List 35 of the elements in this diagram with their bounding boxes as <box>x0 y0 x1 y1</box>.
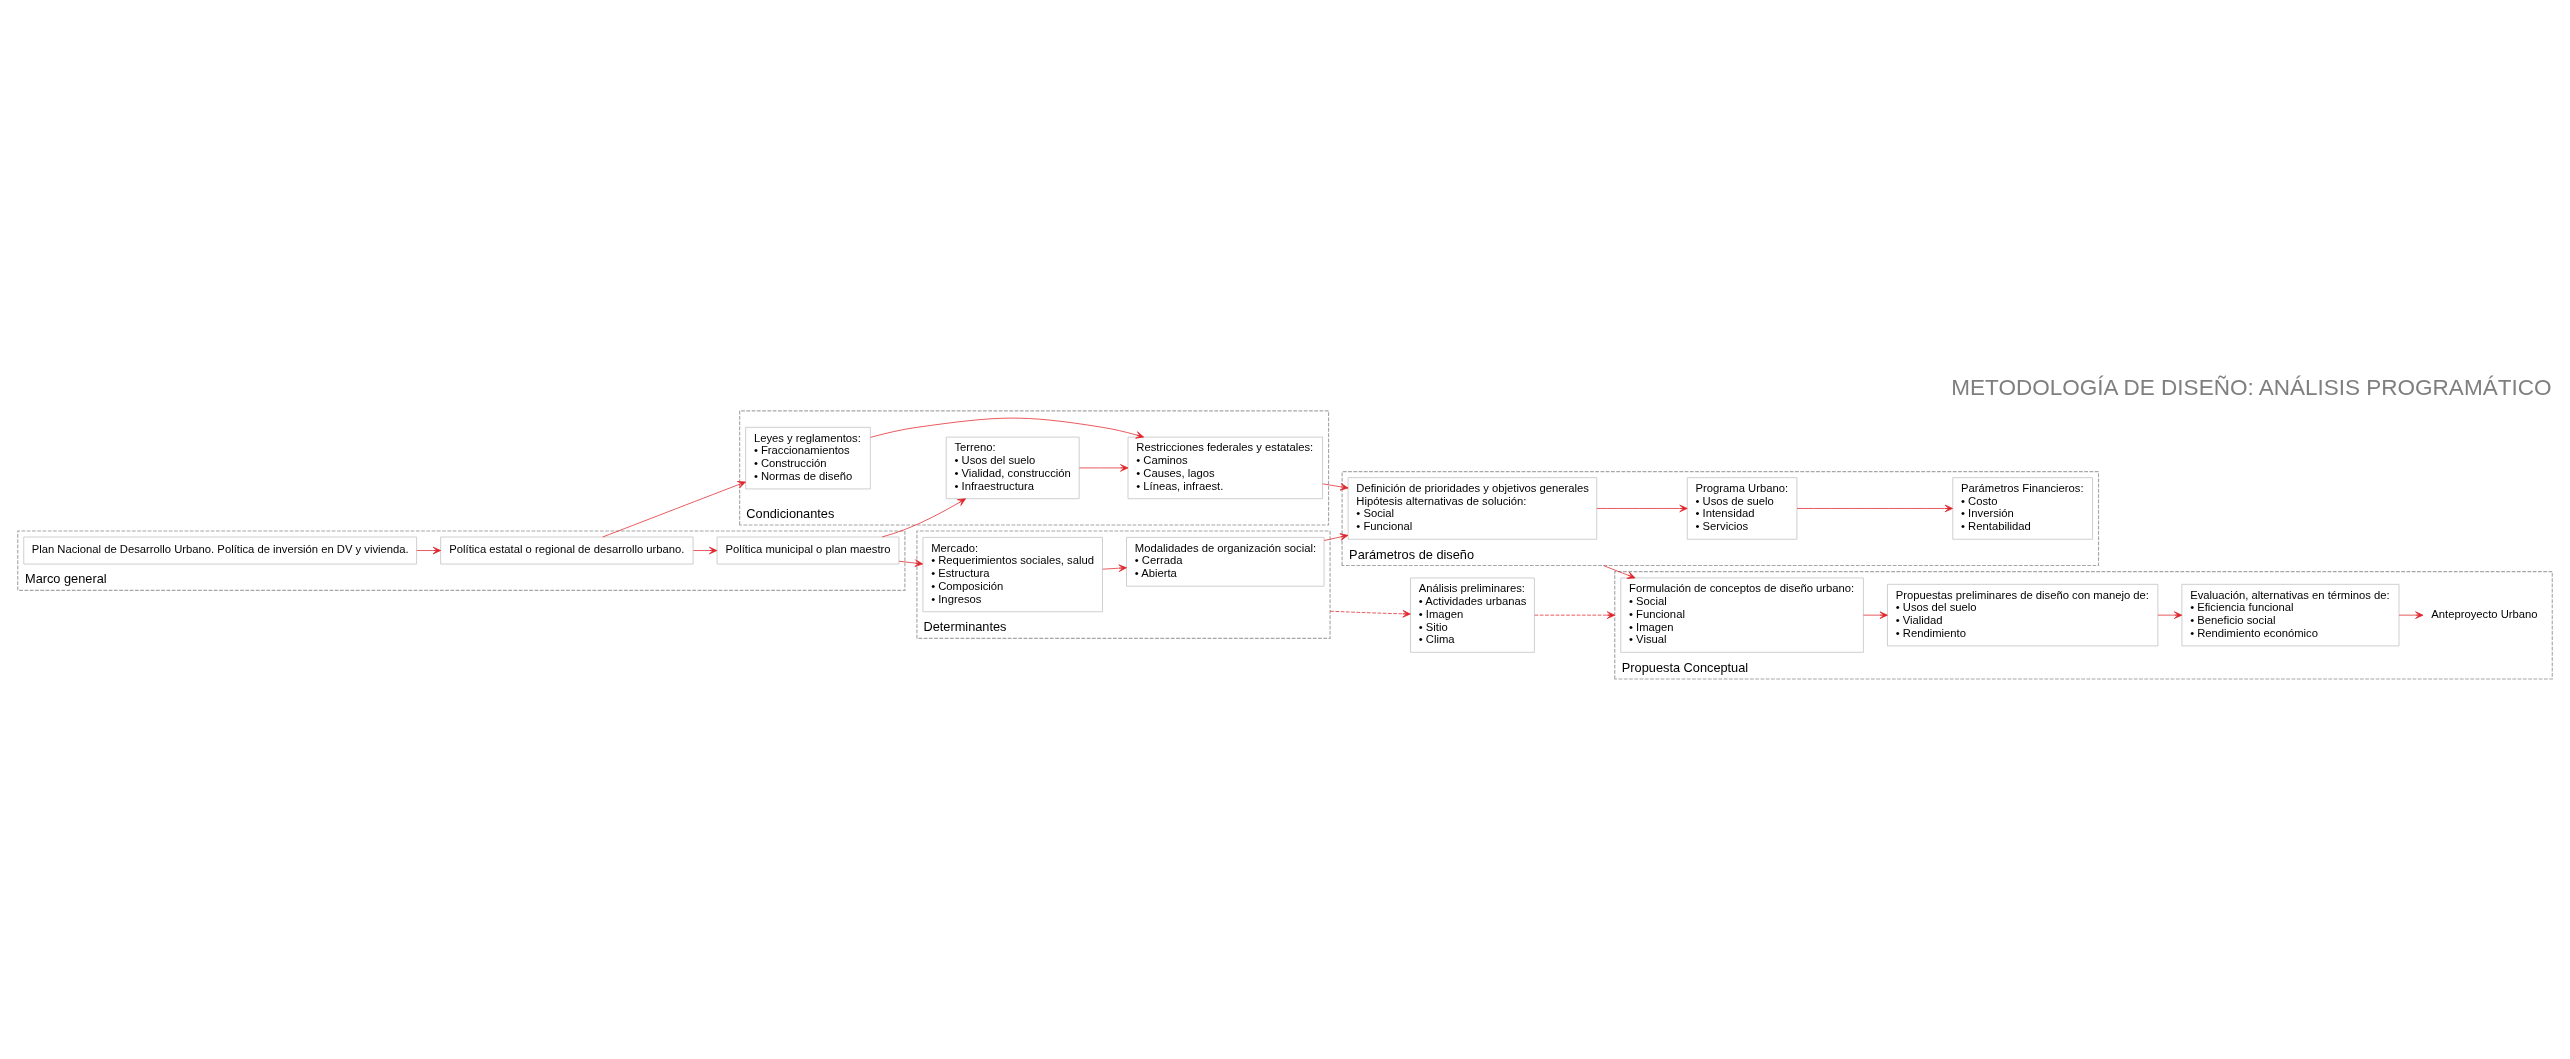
node-box: Leyes y reglamentos: • Fraccionamientos • Construcción • Normas de diseño <box>745 426 871 490</box>
node-box: Política municipal o plan maestro <box>716 536 900 565</box>
node-box: Definición de prioridades y objetivos generales Hipótesis alternativas de solución: • Social • Funcional <box>1347 477 1598 540</box>
node-box: Programa Urbano: • Usos de suelo • Intensidad • Servicios <box>1686 477 1798 540</box>
node-box: Mercado: • Requerimientos sociales, salud • Estructura • Composición • Ingresos <box>922 537 1103 613</box>
node-box: Política estatal o regional de desarrollo urbano. <box>440 536 694 565</box>
arrow <box>416 546 442 555</box>
node-box: Terreno: • Usos del suelo • Vialidad, construcción • Infraestructura <box>945 436 1080 500</box>
node-box: Parámetros Financieros: • Costo • Inversión • Rentabilidad <box>1952 477 2093 540</box>
node-box: Análisis preliminares: • Actividades urbanas • Imagen • Sitio • Clima <box>1410 577 1535 653</box>
node-box: Propuestas preliminares de diseño con manejo de: • Usos del suelo • Vialidad • Rendimiento <box>1887 583 2159 647</box>
arrow <box>2157 611 2183 619</box>
arrow <box>1534 611 1616 619</box>
arrow <box>1329 610 1411 618</box>
arrow <box>1603 565 1636 579</box>
arrow <box>881 498 966 538</box>
arrow <box>1322 483 1349 491</box>
arrow <box>870 417 1145 439</box>
diagram-title: METODOLOGÍA DE DISEÑO: ANÁLISIS PROGRAMÁTICO <box>1951 375 2552 401</box>
node-box: Evaluación, alternativas en términos de: • Eficiencia funcional • Beneficio social • Rendimiento económico <box>2181 583 2400 647</box>
node-box: Plan Nacional de Desarrollo Urbano. Política de inversión en DV y vivienda. <box>23 536 417 565</box>
node-box: Formulación de conceptos de diseño urbano: • Social • Funcional • Imagen • Visual <box>1620 577 1864 653</box>
arrow <box>602 481 746 538</box>
arrow <box>1863 611 1888 619</box>
arrow <box>1102 564 1127 572</box>
arrow <box>693 546 718 555</box>
arrow <box>1596 504 1688 513</box>
node-box: Restricciones federales y estatales: • Caminos • Causes, lagos • Líneas, infraest. <box>1127 436 1323 500</box>
arrow <box>1079 464 1129 472</box>
arrow <box>2398 611 2424 619</box>
node-text: Anteproyecto Urbano <box>2431 607 2538 620</box>
arrow <box>898 559 924 567</box>
arrow <box>1323 533 1349 541</box>
node-box: Modalidades de organización social: • Cerrada • Abierta <box>1126 537 1325 587</box>
arrow <box>1796 504 1953 513</box>
